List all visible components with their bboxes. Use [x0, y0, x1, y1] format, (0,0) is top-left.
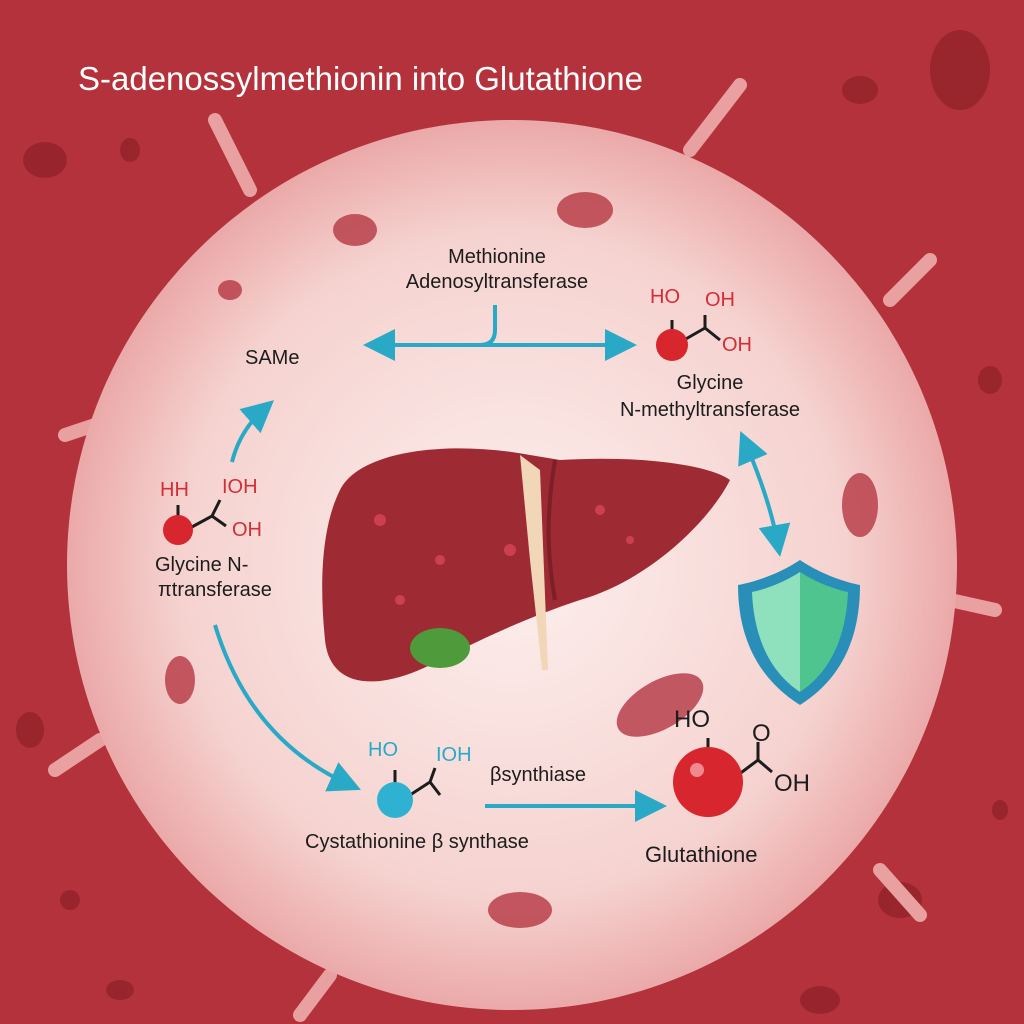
bottom-arrow-label: βsynthiase — [490, 764, 586, 786]
blue-molecule-atom — [377, 782, 413, 818]
left-molecule-ioh: IOH — [222, 476, 258, 498]
shield-icon — [738, 560, 860, 705]
cell-spikes — [48, 78, 1002, 1022]
top-enzyme-line2: Adenosyltransferase — [405, 271, 589, 293]
left-down-arrow — [213, 624, 361, 792]
right-enzyme-line1: Glycine — [676, 372, 744, 394]
bonds — [176, 315, 773, 797]
right-arrow — [738, 430, 791, 557]
glutathione-atom — [673, 747, 743, 817]
left-molecule-oh: OH — [232, 519, 262, 541]
top-enzyme-line1: Methionine — [448, 246, 546, 268]
red-blood-cells — [165, 192, 878, 928]
liver-icon — [322, 448, 730, 682]
right-molecule-oh2: OH — [722, 334, 752, 356]
left-up-arrow — [230, 400, 275, 463]
background-blobs — [16, 30, 1008, 1014]
right-molecule-oh1: OH — [705, 289, 735, 311]
product-ho: HO — [674, 706, 710, 733]
blue-molecule-ioh: IOH — [436, 744, 472, 766]
left-enzyme-line1: Glycine N- — [155, 554, 249, 576]
left-enzyme-line2: πtransferase — [158, 579, 272, 601]
bottom-enzyme: Cystathionine β synthase — [305, 831, 529, 853]
right-molecule-ho: HO — [650, 286, 680, 308]
product-o: O — [752, 720, 771, 747]
product-label: Glutathione — [645, 842, 758, 867]
blue-molecule-ho: HO — [368, 739, 398, 761]
same-label: SAMe — [245, 347, 300, 369]
left-molecule-hh: HH — [160, 479, 189, 501]
arrows — [213, 305, 791, 822]
top-arrow-branch — [479, 305, 497, 347]
right-enzyme-line2: N-methyltransferase — [619, 399, 801, 421]
right-molecule-atom — [656, 329, 688, 361]
product-oh: OH — [774, 770, 810, 797]
left-molecule-atom — [163, 515, 193, 545]
page-title: S-adenossylmethionin into Glutathione — [78, 60, 644, 97]
